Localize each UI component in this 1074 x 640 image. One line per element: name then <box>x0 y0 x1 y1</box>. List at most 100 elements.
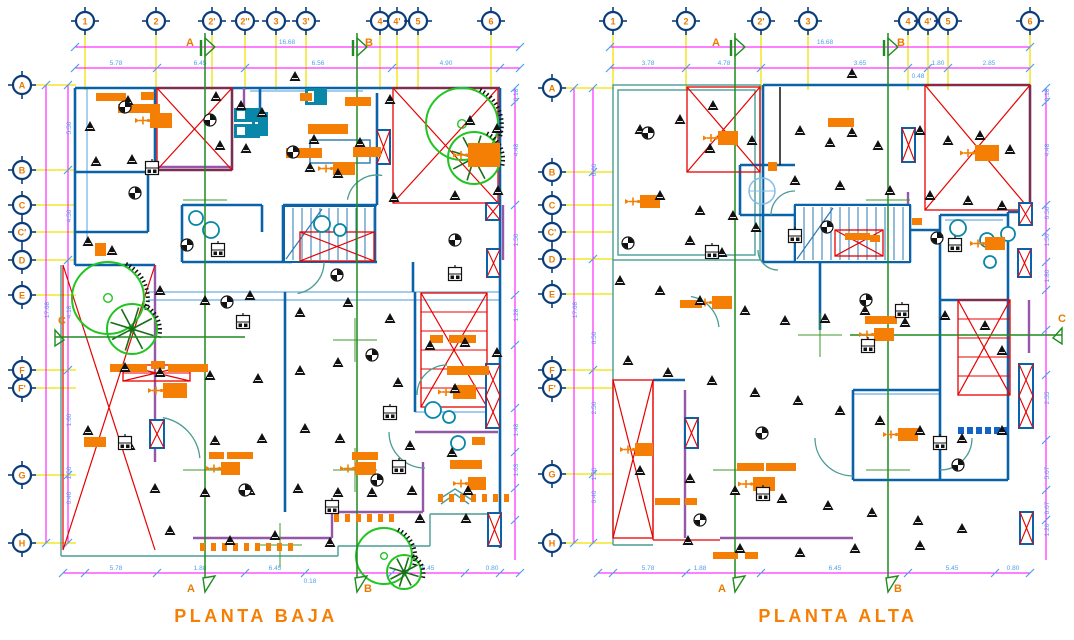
svg-text:5.07: 5.07 <box>1044 466 1051 479</box>
junction-box-symbol <box>704 243 720 260</box>
grid-bubble: E <box>8 281 36 309</box>
svg-text:B: B <box>894 583 902 595</box>
outlet-triangle-symbol <box>256 433 268 443</box>
grid-bubble: 1 <box>599 7 627 35</box>
dimension-label: 1.48 <box>513 423 520 436</box>
outlet-triangle-symbol <box>996 425 1008 435</box>
outlet-triangle-symbol <box>404 440 416 450</box>
svg-text:1.50: 1.50 <box>591 467 598 480</box>
dimension-label: 5.50 <box>66 121 73 134</box>
outlet-triangle-symbol <box>682 535 694 545</box>
outlet-triangle-symbol <box>460 513 472 523</box>
switch-symbol <box>135 116 151 125</box>
outlet-triangle-symbol <box>962 195 974 205</box>
svg-text:4.48: 4.48 <box>1044 143 1051 156</box>
outlet-triangle-symbol <box>406 485 418 495</box>
grid-bubble: 2' <box>198 7 226 35</box>
svg-text:A: A <box>187 583 195 595</box>
column-symbol <box>1018 202 1033 226</box>
outlet-triangle-symbol <box>739 305 751 315</box>
junction-box-symbol <box>382 404 398 421</box>
grid-bubble: 2 <box>142 7 170 35</box>
dimension-label: 0.48 <box>912 73 925 80</box>
plan-title-planta-baja: PLANTA BAJA <box>174 606 338 626</box>
switch-symbol <box>148 386 164 395</box>
column-symbol <box>149 419 165 449</box>
svg-text:1.80: 1.80 <box>932 60 945 67</box>
tree-symbol <box>106 303 162 355</box>
outlet-triangle-symbol <box>727 210 739 220</box>
ceiling-fixture-symbol <box>220 295 234 309</box>
dimension-label: 0.07 <box>1044 501 1051 514</box>
column-symbol <box>1018 363 1034 429</box>
red-cross-zone <box>612 379 654 539</box>
svg-text:C: C <box>58 315 66 327</box>
outlet-triangle-symbol <box>749 387 761 397</box>
outlet-triangle-symbol <box>154 285 166 295</box>
svg-text:C': C' <box>18 227 27 237</box>
dimension-label: 3.65 <box>854 60 867 67</box>
svg-text:4.18: 4.18 <box>66 305 73 318</box>
svg-text:B: B <box>897 37 905 49</box>
ceiling-fixture-symbol <box>448 233 462 247</box>
switch-symbol <box>738 480 754 488</box>
grid-bubble: 4' <box>383 7 411 35</box>
dimension-label: 0.40 <box>591 490 598 503</box>
svg-text:2.85: 2.85 <box>983 60 996 67</box>
outlet-triangle-symbol <box>846 127 858 137</box>
outlet-triangle-symbol <box>126 154 138 164</box>
svg-text:6: 6 <box>488 16 493 26</box>
svg-text:D: D <box>549 254 556 264</box>
dimension-label: 5.45 <box>422 565 435 572</box>
outlet-triangle-symbol <box>204 370 216 380</box>
outlet-triangle-symbol <box>979 320 991 330</box>
svg-text:F: F <box>549 365 555 375</box>
tree-symbol <box>386 554 426 590</box>
grid-bubble: F' <box>8 374 36 402</box>
grid-bubble: H <box>538 529 566 557</box>
outlet-triangle-symbol <box>1004 144 1016 154</box>
svg-text:3.78: 3.78 <box>642 60 655 67</box>
junction-box-symbol <box>391 458 407 475</box>
svg-text:F': F' <box>18 383 26 393</box>
outlet-triangle-symbol <box>82 425 94 435</box>
outlet-triangle-symbol <box>446 447 458 457</box>
grid-bubble: 4' <box>914 7 942 35</box>
outlet-triangle-symbol <box>392 377 404 387</box>
dimension-label: 2.55 <box>1044 391 1051 404</box>
dimension-label: 0.40 <box>66 491 73 504</box>
svg-text:4.50: 4.50 <box>66 209 73 222</box>
outlet-triangle-symbol <box>240 143 252 153</box>
dimension-label: 1.28 <box>513 308 520 321</box>
outlet-triangle-symbol <box>789 175 801 185</box>
svg-text:1.88: 1.88 <box>194 565 207 572</box>
outlet-triangle-symbol <box>654 190 666 200</box>
switch-symbol <box>340 464 356 473</box>
outlet-triangle-symbol <box>684 235 696 245</box>
svg-text:E: E <box>549 289 555 299</box>
dimension-label: 4.18 <box>66 305 73 318</box>
grid-bubble: 5 <box>404 7 432 35</box>
outlet-triangle-symbol <box>154 367 166 377</box>
grid-bubble: E <box>538 280 566 308</box>
outlet-triangle-symbol <box>779 315 791 325</box>
outlet-triangle-symbol <box>866 507 878 517</box>
dimension-label: 4.48 <box>1044 143 1051 156</box>
dimension-label: 5.78 <box>642 565 655 572</box>
site-boundary <box>60 265 498 557</box>
junction-box-symbol <box>210 241 226 258</box>
svg-text:3': 3' <box>302 16 309 26</box>
dimension-label: 4.48 <box>513 143 520 156</box>
outlet-triangle-symbol <box>424 340 436 350</box>
dimension-label: 16.68 <box>817 39 834 46</box>
red-cross-zone <box>957 299 1011 396</box>
outlet-triangle-symbol <box>694 295 706 305</box>
outlet-triangle-symbol <box>414 513 426 523</box>
grid-bubble: D <box>538 245 566 273</box>
outlet-triangle-symbol <box>834 180 846 190</box>
svg-text:6.45: 6.45 <box>829 565 842 572</box>
outlet-triangle-symbol <box>956 523 968 533</box>
svg-text:4: 4 <box>905 16 910 26</box>
